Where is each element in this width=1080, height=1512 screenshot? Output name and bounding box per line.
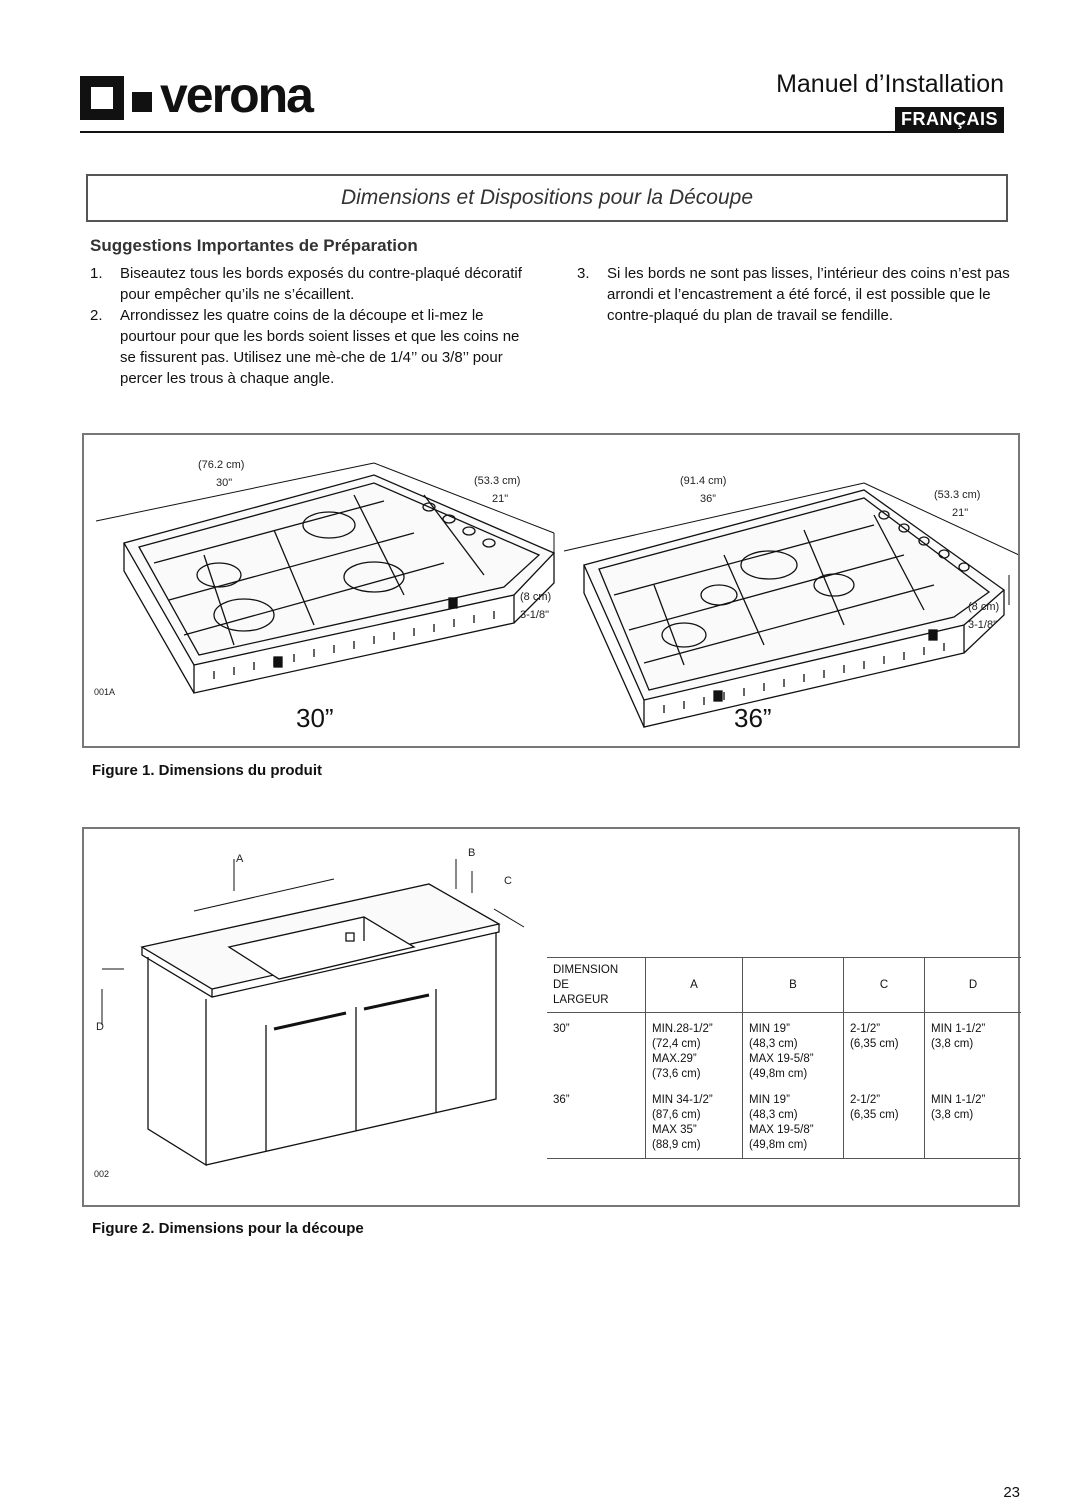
list-item: 2.Arrondissez les quatre coins de la déc… [90,307,520,387]
preparation-heading: Suggestions Importantes de Préparation [90,236,418,255]
preparation-list-left: 1.Biseautez tous les bords exposés du co… [88,263,528,389]
manual-title: Manuel d’Installation [776,70,1004,98]
table-header-d: D [924,957,1021,1013]
cabinet-cutout-drawing [101,859,525,1167]
table-header-width: DIMENSION DE LARGEUR [547,957,646,1013]
cooktop30-height-cm: (8 cm) [520,591,552,603]
figure2-code: 002 [94,1169,110,1179]
cooktop-36-drawing [563,482,1018,728]
figure-1-frame: (76.2 cm) 30" (53.3 cm) 21" (8 cm) 3-1/8… [82,433,1020,748]
table-row: 36” MIN 34-1/2” (87,6 cm) MAX 35” (88,9 … [547,1084,1021,1159]
cooktop36-width-in: 36” [700,493,716,505]
cutout-dimensions-table: DIMENSION DE LARGEUR A B C D 30” MIN.28-… [547,957,1021,1159]
brand-name: verona [160,67,314,123]
cooktop-30-drawing [95,462,556,694]
cooktop36-height-cm: (8 cm) [968,601,1000,613]
cooktop36-width-cm: (91.4 cm) [680,475,727,487]
cooktop36-size-label: 36” [734,703,772,733]
table-header-c: C [843,957,925,1013]
label-a: A [236,853,244,865]
cooktop30-size-label: 30” [296,703,334,733]
section-title: Dimensions et Dispositions pour la Décou… [340,186,754,209]
cooktop30-width-cm: (76.2 cm) [198,459,245,471]
cooktop30-depth-in: 21" [492,493,509,505]
language-badge: FRANÇAIS [895,107,1004,132]
list-item: 3.Si les bords ne sont pas lisses, l’int… [577,265,1010,324]
cooktop36-height-in: 3-1/8" [968,619,997,631]
cooktop36-depth-in: 21" [952,507,969,519]
cooktop36-depth-cm: (53.3 cm) [934,489,981,501]
figure-2-caption: Figure 2. Dimensions pour la découpe [92,1220,364,1237]
header-divider [80,131,1004,133]
figure-1-caption: Figure 1. Dimensions du produit [92,762,323,779]
label-c: C [504,875,512,887]
label-b: B [468,847,476,859]
verona-logo: verona [80,67,330,124]
label-d: D [96,1021,104,1033]
cooktop30-depth-cm: (53.3 cm) [474,475,521,487]
logo-square-icon [132,92,152,112]
table-header-a: A [645,957,743,1013]
cooktop30-width-in: 30" [216,477,233,489]
figure-2-frame: A B C D 002 [82,827,1020,1207]
cooktop-drawings [95,462,1018,728]
table-header-row: DIMENSION DE LARGEUR A B C D [547,957,1021,1013]
page-number: 23 [1003,1484,1020,1501]
section-title-box: Dimensions et Dispositions pour la Décou… [86,174,1008,222]
figure1-code: 001A [94,687,116,697]
table-header-b: B [742,957,844,1013]
table-row: 30” MIN.28-1/2” (72,4 cm) MAX.29” (73,6 … [547,1012,1021,1084]
preparation-list-right: 3.Si les bords ne sont pas lisses, l’int… [575,263,1015,326]
cooktop30-height-in: 3-1/8" [520,609,549,621]
list-item: 1.Biseautez tous les bords exposés du co… [90,265,522,303]
